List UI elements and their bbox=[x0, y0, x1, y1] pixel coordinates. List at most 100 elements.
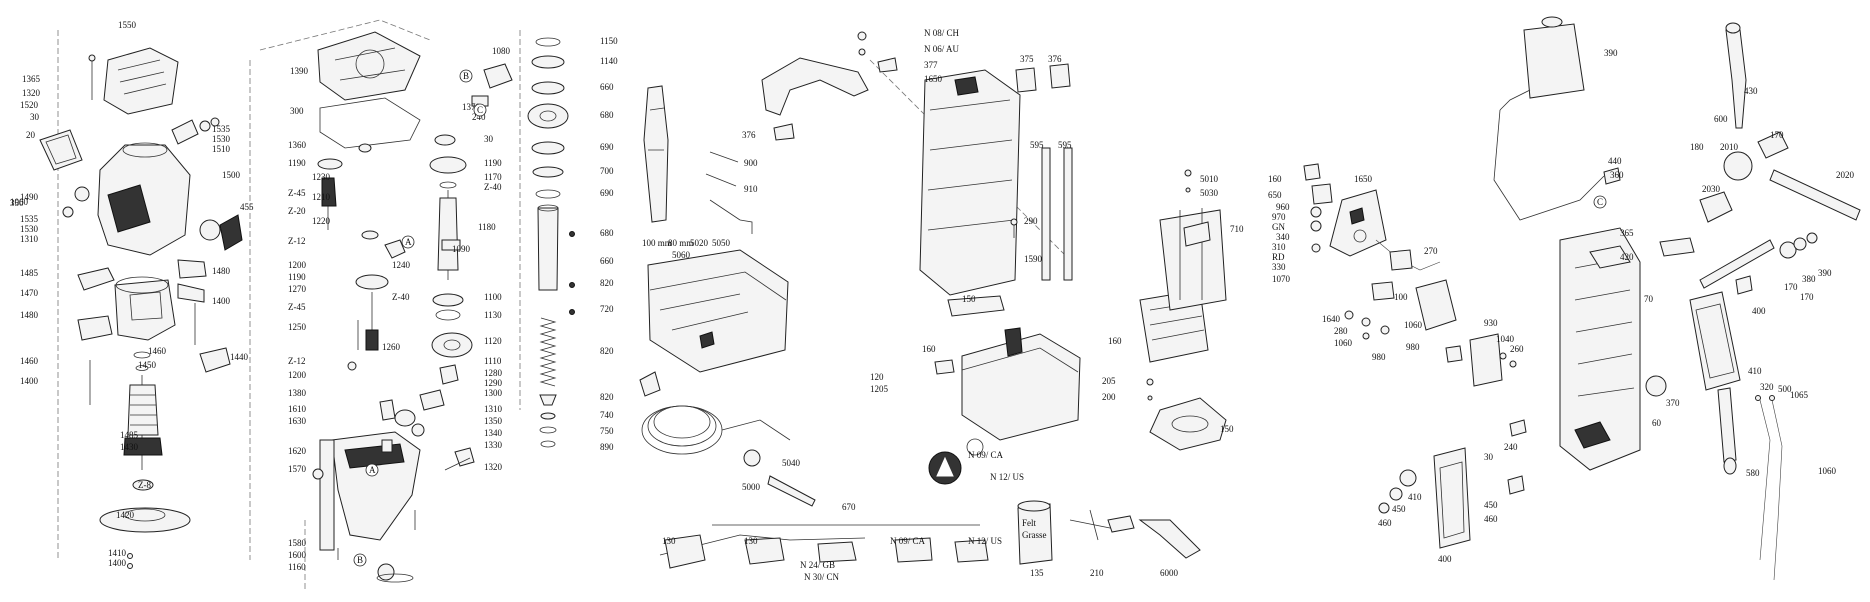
reference-marker: B bbox=[459, 69, 473, 83]
stator-part bbox=[114, 279, 176, 341]
callout-label: 360 bbox=[1610, 170, 1624, 180]
callout-label: 1310 bbox=[484, 404, 503, 414]
callout-label: 910 bbox=[744, 184, 758, 194]
callout-label: 160 bbox=[922, 344, 936, 354]
callout-label: 595 bbox=[1030, 140, 1044, 150]
callout-label: 580 bbox=[1746, 468, 1760, 478]
callout-label: 5000 bbox=[742, 482, 761, 492]
callout-label: 680 bbox=[600, 110, 614, 120]
callout-label: N 24/ GB bbox=[800, 560, 835, 570]
callout-label: 310 bbox=[1272, 242, 1286, 252]
callout-label: 1230 bbox=[312, 172, 331, 182]
callout-label: 460 bbox=[1484, 514, 1498, 524]
plug-ca-part bbox=[817, 541, 857, 563]
callout-label: 1160 bbox=[288, 562, 306, 572]
callout-label: 1535 bbox=[20, 214, 39, 224]
callout-label: 1610 bbox=[288, 404, 307, 414]
callout-label: 1270 bbox=[288, 284, 307, 294]
callout-label: 720 bbox=[600, 304, 614, 314]
callout-label: N 08/ CH bbox=[924, 28, 960, 38]
callout-label: 1140 bbox=[600, 56, 618, 66]
callout-label: 410 bbox=[1748, 366, 1762, 376]
reference-marker: C bbox=[1593, 195, 1607, 209]
callout-label: 1240 bbox=[392, 260, 411, 270]
callout-label: 1060 bbox=[10, 197, 29, 207]
callout-label: 130 bbox=[744, 536, 758, 546]
callout-label: 1300 bbox=[484, 388, 503, 398]
plug-au-part bbox=[954, 539, 989, 563]
callout-label: 1130 bbox=[484, 310, 502, 320]
callout-label: 170 bbox=[1784, 282, 1798, 292]
callout-label: 930 bbox=[1484, 318, 1498, 328]
callout-label: 30 bbox=[1484, 452, 1494, 462]
coolant-column-group bbox=[1493, 16, 1861, 581]
callout-label: 1500 bbox=[222, 170, 241, 180]
callout-label: 1170 bbox=[484, 172, 502, 182]
callout-label: 980 bbox=[1372, 352, 1386, 362]
callout-label: 1370 bbox=[462, 102, 481, 112]
callout-label: 1480 bbox=[212, 266, 231, 276]
callout-label: 376 bbox=[1048, 54, 1062, 64]
callout-label: 1190 bbox=[288, 272, 306, 282]
callout-label: Z-40 bbox=[484, 182, 502, 192]
callout-label: 700 bbox=[600, 166, 614, 176]
frame-group bbox=[761, 31, 1201, 565]
callout-label: 5030 bbox=[1200, 188, 1219, 198]
callout-label: 1400 bbox=[20, 376, 39, 386]
callout-label: 1350 bbox=[484, 416, 503, 426]
reference-marker: B bbox=[353, 553, 367, 567]
callout-label: 1100 bbox=[484, 292, 502, 302]
callout-label: 260 bbox=[1510, 344, 1524, 354]
callout-label: 1110 bbox=[484, 356, 502, 366]
callout-label: 1420 bbox=[116, 510, 135, 520]
slide-frame-part bbox=[1159, 209, 1227, 311]
callout-label: 210 bbox=[1090, 568, 1104, 578]
callout-label: 1440 bbox=[230, 352, 249, 362]
grease-label: Grasse bbox=[1022, 530, 1047, 540]
callout-label: 500 bbox=[1778, 384, 1792, 394]
callout-label: 1400 bbox=[108, 558, 127, 568]
callout-label: 2020 bbox=[1836, 170, 1855, 180]
marker-circle bbox=[473, 103, 487, 117]
accessories-group bbox=[639, 85, 989, 569]
callout-label: 70 bbox=[1644, 294, 1654, 304]
callout-label: 1510 bbox=[212, 144, 231, 154]
callout-label: 1320 bbox=[22, 88, 41, 98]
callout-labels: 1550136513201520302015351530151015004551… bbox=[10, 20, 1855, 582]
callout-label: 150 bbox=[1220, 424, 1234, 434]
callout-label: 1040 bbox=[1496, 334, 1515, 344]
callout-label: Z-45 bbox=[288, 302, 306, 312]
marker-circle bbox=[1593, 195, 1607, 209]
drill-column-part bbox=[1559, 227, 1641, 471]
callout-label: 150 bbox=[962, 294, 976, 304]
callout-label: GN bbox=[1272, 222, 1285, 232]
callout-label: 1340 bbox=[484, 428, 503, 438]
callout-label: 377 bbox=[924, 60, 938, 70]
callout-label: 2030 bbox=[1702, 184, 1721, 194]
callout-label: 1390 bbox=[290, 66, 309, 76]
callout-label: 350 bbox=[10, 198, 24, 208]
coolant-hose-part bbox=[1493, 109, 1605, 221]
callout-label: Z-8 bbox=[138, 480, 151, 490]
callout-label: 1480 bbox=[20, 310, 39, 320]
callout-label: 1490 bbox=[20, 192, 39, 202]
callout-label: 100 bbox=[1394, 292, 1408, 302]
callout-label: 370 bbox=[1666, 398, 1680, 408]
callout-label: 5050 bbox=[712, 238, 731, 248]
felt-label: Felt bbox=[1022, 518, 1037, 528]
callout-label: 340 bbox=[1276, 232, 1290, 242]
callout-label: Z-12 bbox=[288, 356, 306, 366]
callout-label: 455 bbox=[240, 202, 254, 212]
callout-label: 1400 bbox=[212, 296, 231, 306]
callout-label: 1120 bbox=[484, 336, 502, 346]
callout-label: 20 bbox=[26, 130, 36, 140]
marker-circle bbox=[459, 69, 473, 83]
marker-circle bbox=[365, 463, 379, 477]
drill-frame-part bbox=[919, 69, 1021, 296]
callout-label: 180 bbox=[1690, 142, 1704, 152]
callout-label: 1280 bbox=[484, 368, 503, 378]
callout-label: 970 bbox=[1272, 212, 1286, 222]
callout-label: 1065 bbox=[1790, 390, 1809, 400]
callout-label: 1570 bbox=[288, 464, 307, 474]
callout-label: 1320 bbox=[484, 462, 503, 472]
